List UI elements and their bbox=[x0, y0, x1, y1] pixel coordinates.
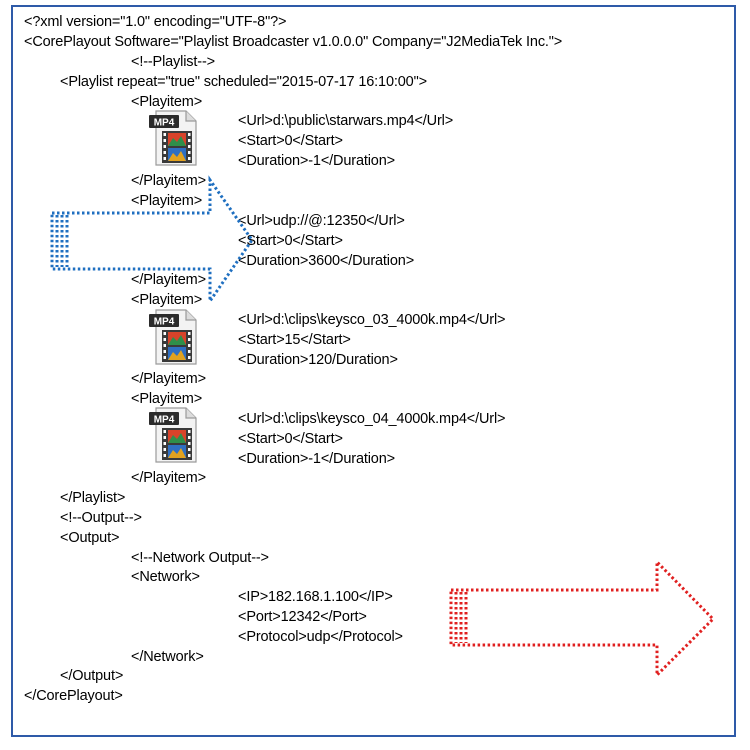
port-line: <Port>12342</Port> bbox=[238, 609, 367, 625]
network-comment: <!--Network Output--> bbox=[131, 550, 269, 566]
url-line: <Url>d:\clips\keysco_03_4000k.mp4</Url> bbox=[238, 312, 506, 328]
mp4-file-icon: MP4 bbox=[149, 407, 197, 463]
playitem-close: </Playitem> bbox=[131, 173, 206, 189]
duration-line: <Duration>120/Duration> bbox=[238, 352, 398, 368]
start-line: <Start>0</Start> bbox=[238, 233, 343, 249]
network-open: <Network> bbox=[131, 569, 200, 585]
start-line: <Start>0</Start> bbox=[238, 133, 343, 149]
start-line: <Start>0</Start> bbox=[238, 431, 343, 447]
playitem-open: <Playitem> bbox=[131, 391, 203, 407]
mp4-file-icon: MP4 bbox=[149, 309, 197, 365]
coreplayout-open: <CorePlayout Software="Playlist Broadcas… bbox=[24, 34, 563, 50]
duration-line: <Duration>3600</Duration> bbox=[238, 253, 415, 269]
url-line: <Url>udp://@:12350</Url> bbox=[238, 213, 405, 229]
playitem-open: <Playitem> bbox=[131, 292, 203, 308]
playitem-close: </Playitem> bbox=[131, 470, 206, 486]
network-close: </Network> bbox=[131, 649, 204, 665]
playitem-close: </Playitem> bbox=[131, 371, 206, 387]
mp4-label: MP4 bbox=[154, 415, 175, 426]
playitem-close: </Playitem> bbox=[131, 272, 206, 288]
url-line: <Url>d:\public\starwars.mp4</Url> bbox=[238, 113, 454, 129]
playitem-open: <Playitem> bbox=[131, 193, 203, 209]
ip-line: <IP>182.168.1.100</IP> bbox=[238, 589, 393, 605]
url-line: <Url>d:\clips\keysco_04_4000k.mp4</Url> bbox=[238, 411, 506, 427]
output-open: <Output> bbox=[60, 530, 120, 546]
start-line: <Start>15</Start> bbox=[238, 332, 351, 348]
xml-declaration: <?xml version="1.0" encoding="UTF-8"?> bbox=[24, 14, 287, 30]
protocol-line: <Protocol>udp</Protocol> bbox=[238, 629, 403, 645]
duration-line: <Duration>-1</Duration> bbox=[238, 153, 395, 169]
mp4-file-icon: MP4 bbox=[149, 110, 197, 166]
playlist-comment: <!--Playlist--> bbox=[131, 54, 215, 70]
playlist-open: <Playlist repeat="true" scheduled="2015-… bbox=[60, 74, 427, 90]
mp4-label: MP4 bbox=[154, 317, 175, 328]
mp4-label: MP4 bbox=[154, 118, 175, 129]
output-comment: <!--Output--> bbox=[60, 510, 142, 526]
coreplayout-close: </CorePlayout> bbox=[24, 688, 123, 704]
output-close: </Output> bbox=[60, 668, 124, 684]
playitem-open: <Playitem> bbox=[131, 94, 203, 110]
duration-line: <Duration>-1</Duration> bbox=[238, 451, 395, 467]
playlist-close: </Playlist> bbox=[60, 490, 126, 506]
